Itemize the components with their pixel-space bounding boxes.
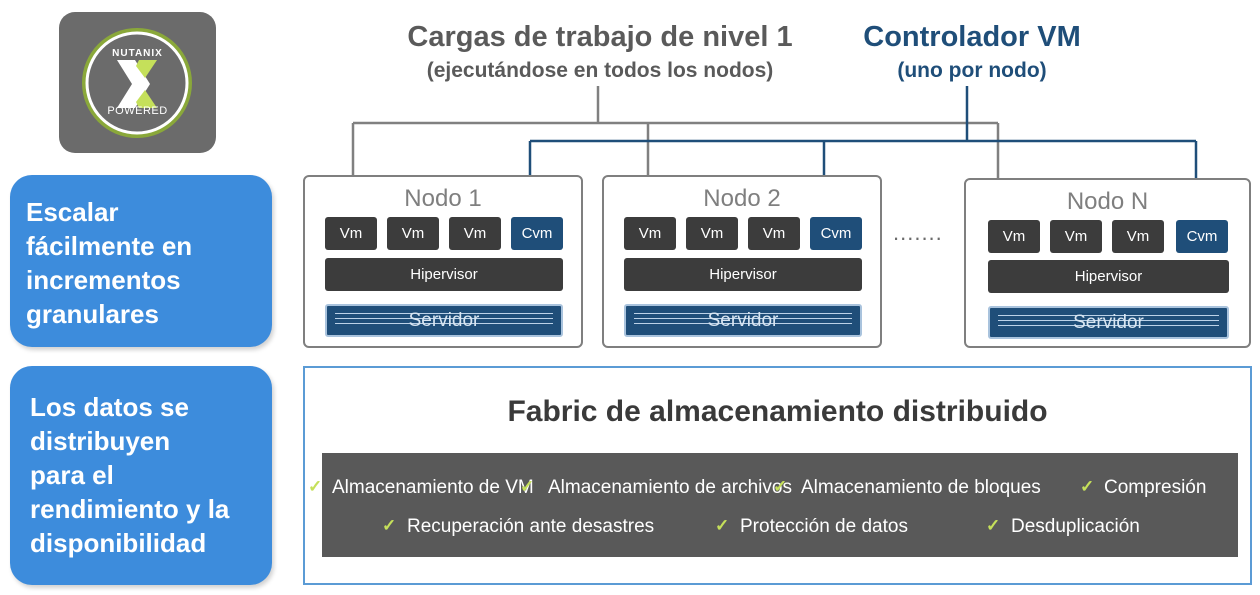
panel-line: Los datos se (30, 392, 189, 422)
panel-line: incrementos (26, 265, 181, 295)
feature-data-protection: Protección de datos (740, 516, 908, 537)
logo-tagline: POWERED (107, 105, 168, 117)
server-stripes (998, 315, 1219, 330)
hypervisor-bar: Hipervisor (624, 258, 862, 291)
cvm-chip: Cvm (511, 217, 563, 250)
vm-chip: Vm (686, 217, 738, 250)
server-bar: Servidor (325, 304, 563, 337)
controller-subtitle: (uno por nodo) (897, 59, 1047, 82)
feature-block-storage: Almacenamiento de bloques (801, 477, 1041, 498)
server-label: Servidor (1073, 312, 1144, 333)
panel-line: distribuyen (30, 426, 171, 456)
node-title: Nodo 2 (703, 185, 781, 212)
node-1: Nodo 1 Vm Vm Vm Cvm Hipervisor Servidor (303, 175, 583, 348)
panel-line: rendimiento y la (30, 494, 230, 524)
feature-disaster-recovery: Recuperación ante desastres (407, 516, 655, 537)
check-icon: ✓ (986, 516, 1001, 535)
server-bar: Servidor (624, 304, 862, 337)
vm-chip: Vm (1050, 220, 1102, 253)
cvm-chip: Cvm (1176, 220, 1228, 253)
check-icon: ✓ (1080, 477, 1095, 496)
fabric-features: ✓ Almacenamiento de VM ✓ Almacenamiento … (308, 453, 1238, 557)
vm-chip: Vm (624, 217, 676, 250)
check-icon: ✓ (773, 477, 788, 496)
fabric-title: Fabric de almacenamiento distribuido (507, 395, 1048, 428)
feature-deduplication: Desduplicación (1011, 516, 1140, 537)
hypervisor-bar: Hipervisor (988, 260, 1229, 293)
panel-line: fácilmente en (26, 231, 193, 261)
panel-scaling: Escalar fácilmente en incrementos granul… (10, 175, 272, 347)
feature-file-storage: Almacenamiento de archivos (548, 477, 792, 498)
check-icon: ✓ (715, 516, 730, 535)
panel-line: disponibilidad (30, 528, 207, 558)
vm-chip: Vm (748, 217, 800, 250)
vm-chip: Vm (1112, 220, 1164, 253)
more-nodes-ellipsis: ....... (893, 220, 943, 245)
server-bar: Servidor (988, 306, 1229, 339)
node-2: Nodo 2 Vm Vm Vm Cvm Hipervisor Servidor (602, 175, 882, 348)
node-n: Nodo N Vm Vm Vm Cvm Hipervisor Servidor (964, 178, 1251, 348)
panel-line: granulares (26, 299, 159, 329)
server-label: Servidor (408, 310, 480, 331)
cvm-chip: Cvm (810, 217, 862, 250)
logo-brand: NUTANIX (112, 48, 163, 59)
server-label: Servidor (707, 310, 779, 331)
node-title: Nodo N (1066, 188, 1149, 215)
panel-distribution: Los datos se distribuyen para el rendimi… (10, 366, 272, 585)
feature-compression: Compresión (1104, 477, 1207, 498)
server-stripes (634, 313, 852, 328)
hypervisor-bar: Hipervisor (325, 258, 563, 291)
vm-chip: Vm (988, 220, 1040, 253)
panel-line: para el (30, 460, 114, 490)
node-title: Nodo 1 (404, 185, 482, 212)
panel-line: Escalar (26, 197, 119, 227)
check-icon: ✓ (382, 516, 397, 535)
vm-chip: Vm (387, 217, 439, 250)
server-stripes (335, 313, 553, 328)
check-icon: ✓ (520, 477, 535, 496)
workloads-subtitle: (ejecutándose en todos los nodos) (426, 59, 774, 82)
controller-title: Controlador VM (863, 21, 1081, 53)
nutanix-logo: NUTANIX POWERED (59, 12, 216, 153)
nutanix-x-icon (82, 28, 192, 138)
feature-vm-storage: Almacenamiento de VM (332, 477, 534, 498)
check-icon: ✓ (308, 477, 323, 496)
workloads-title: Cargas de trabajo de nivel 1 (407, 21, 793, 53)
vm-chip: Vm (325, 217, 377, 250)
vm-chip: Vm (449, 217, 501, 250)
